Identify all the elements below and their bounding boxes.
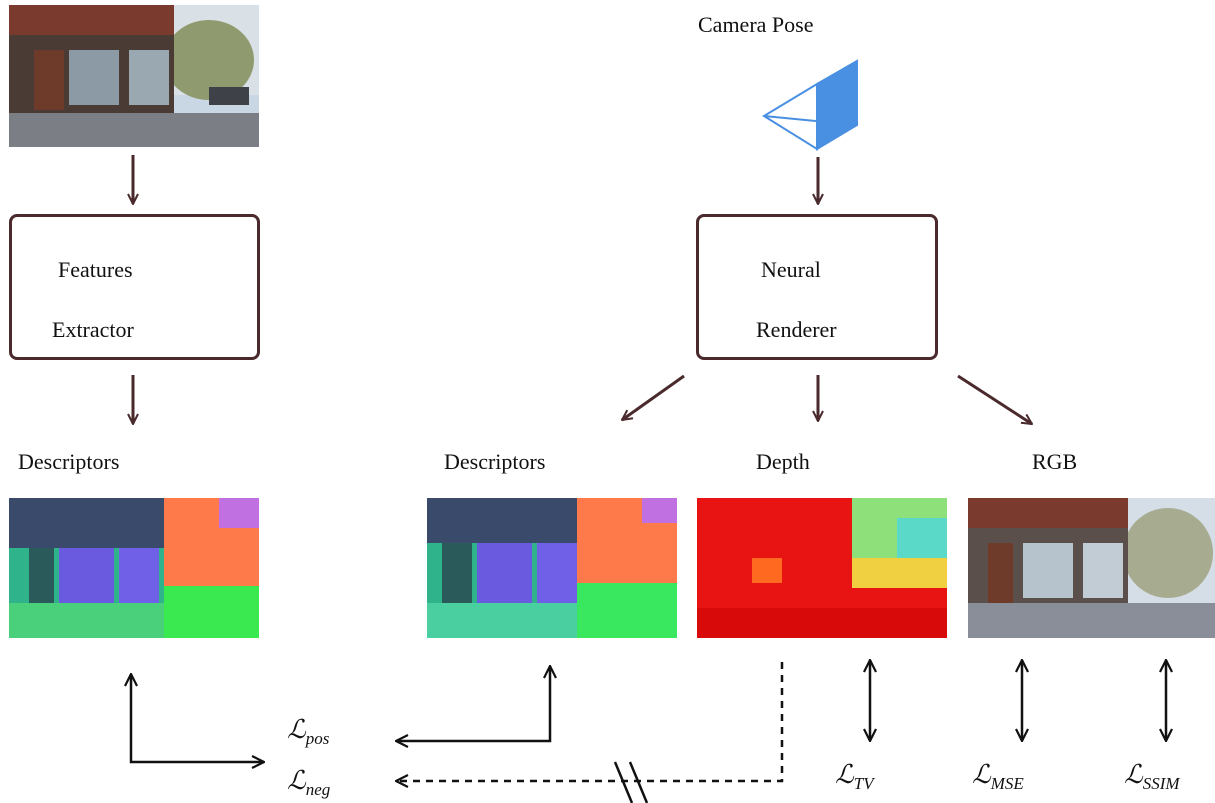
- loss-pos-symbol: ℒ: [287, 715, 306, 744]
- descriptors-right-label: Descriptors: [444, 449, 546, 474]
- stop-gradient-mark-2: [628, 761, 649, 803]
- loss-neg: ℒneg: [287, 766, 330, 800]
- input-photo: [9, 5, 259, 147]
- descriptors-left-label: Descriptors: [18, 449, 120, 474]
- camera-frustum-icon: [760, 58, 860, 153]
- loss-ssim: ℒSSIM: [1124, 760, 1180, 794]
- loss-neg-sub: neg: [305, 780, 331, 800]
- camera-pose-label: Camera Pose: [698, 12, 814, 37]
- depth-label: Depth: [756, 449, 810, 474]
- features-extractor-box: Features Extractor: [9, 214, 260, 360]
- descriptor-map-extracted: [9, 498, 259, 638]
- depth-map: [697, 498, 947, 638]
- loss-pos: ℒpos: [287, 715, 329, 749]
- loss-neg-symbol: ℒ: [287, 766, 306, 795]
- descriptor-map-rendered: [427, 498, 677, 638]
- rgb-label: RGB: [1032, 449, 1078, 474]
- features-extractor-line2: Extractor: [52, 317, 134, 342]
- arrow-descriptor-left-to-loss: [131, 674, 264, 762]
- arrow-depth-to-neg: [396, 662, 784, 781]
- loss-mse-symbol: ℒ: [972, 760, 991, 789]
- loss-tv-sub: TV: [853, 774, 874, 794]
- loss-tv-symbol: ℒ: [835, 760, 854, 789]
- neural-renderer-line1: Neural: [761, 257, 821, 282]
- arrow-renderer-to-descriptors: [622, 374, 685, 420]
- features-extractor-line1: Features: [58, 257, 133, 282]
- loss-ssim-sub: SSIM: [1142, 774, 1180, 794]
- rgb-render: [968, 498, 1215, 638]
- loss-pos-sub: pos: [305, 729, 330, 749]
- neural-renderer-box: Neural Renderer: [696, 214, 938, 360]
- loss-mse: ℒMSE: [972, 760, 1024, 794]
- loss-mse-sub: MSE: [990, 774, 1024, 794]
- neural-renderer-line2: Renderer: [756, 317, 837, 342]
- loss-ssim-symbol: ℒ: [1124, 760, 1143, 789]
- arrow-descriptor-right-to-pos: [396, 666, 550, 741]
- stop-gradient-mark-1: [613, 761, 634, 803]
- arrow-renderer-to-rgb: [957, 374, 1032, 426]
- loss-tv: ℒTV: [835, 760, 874, 794]
